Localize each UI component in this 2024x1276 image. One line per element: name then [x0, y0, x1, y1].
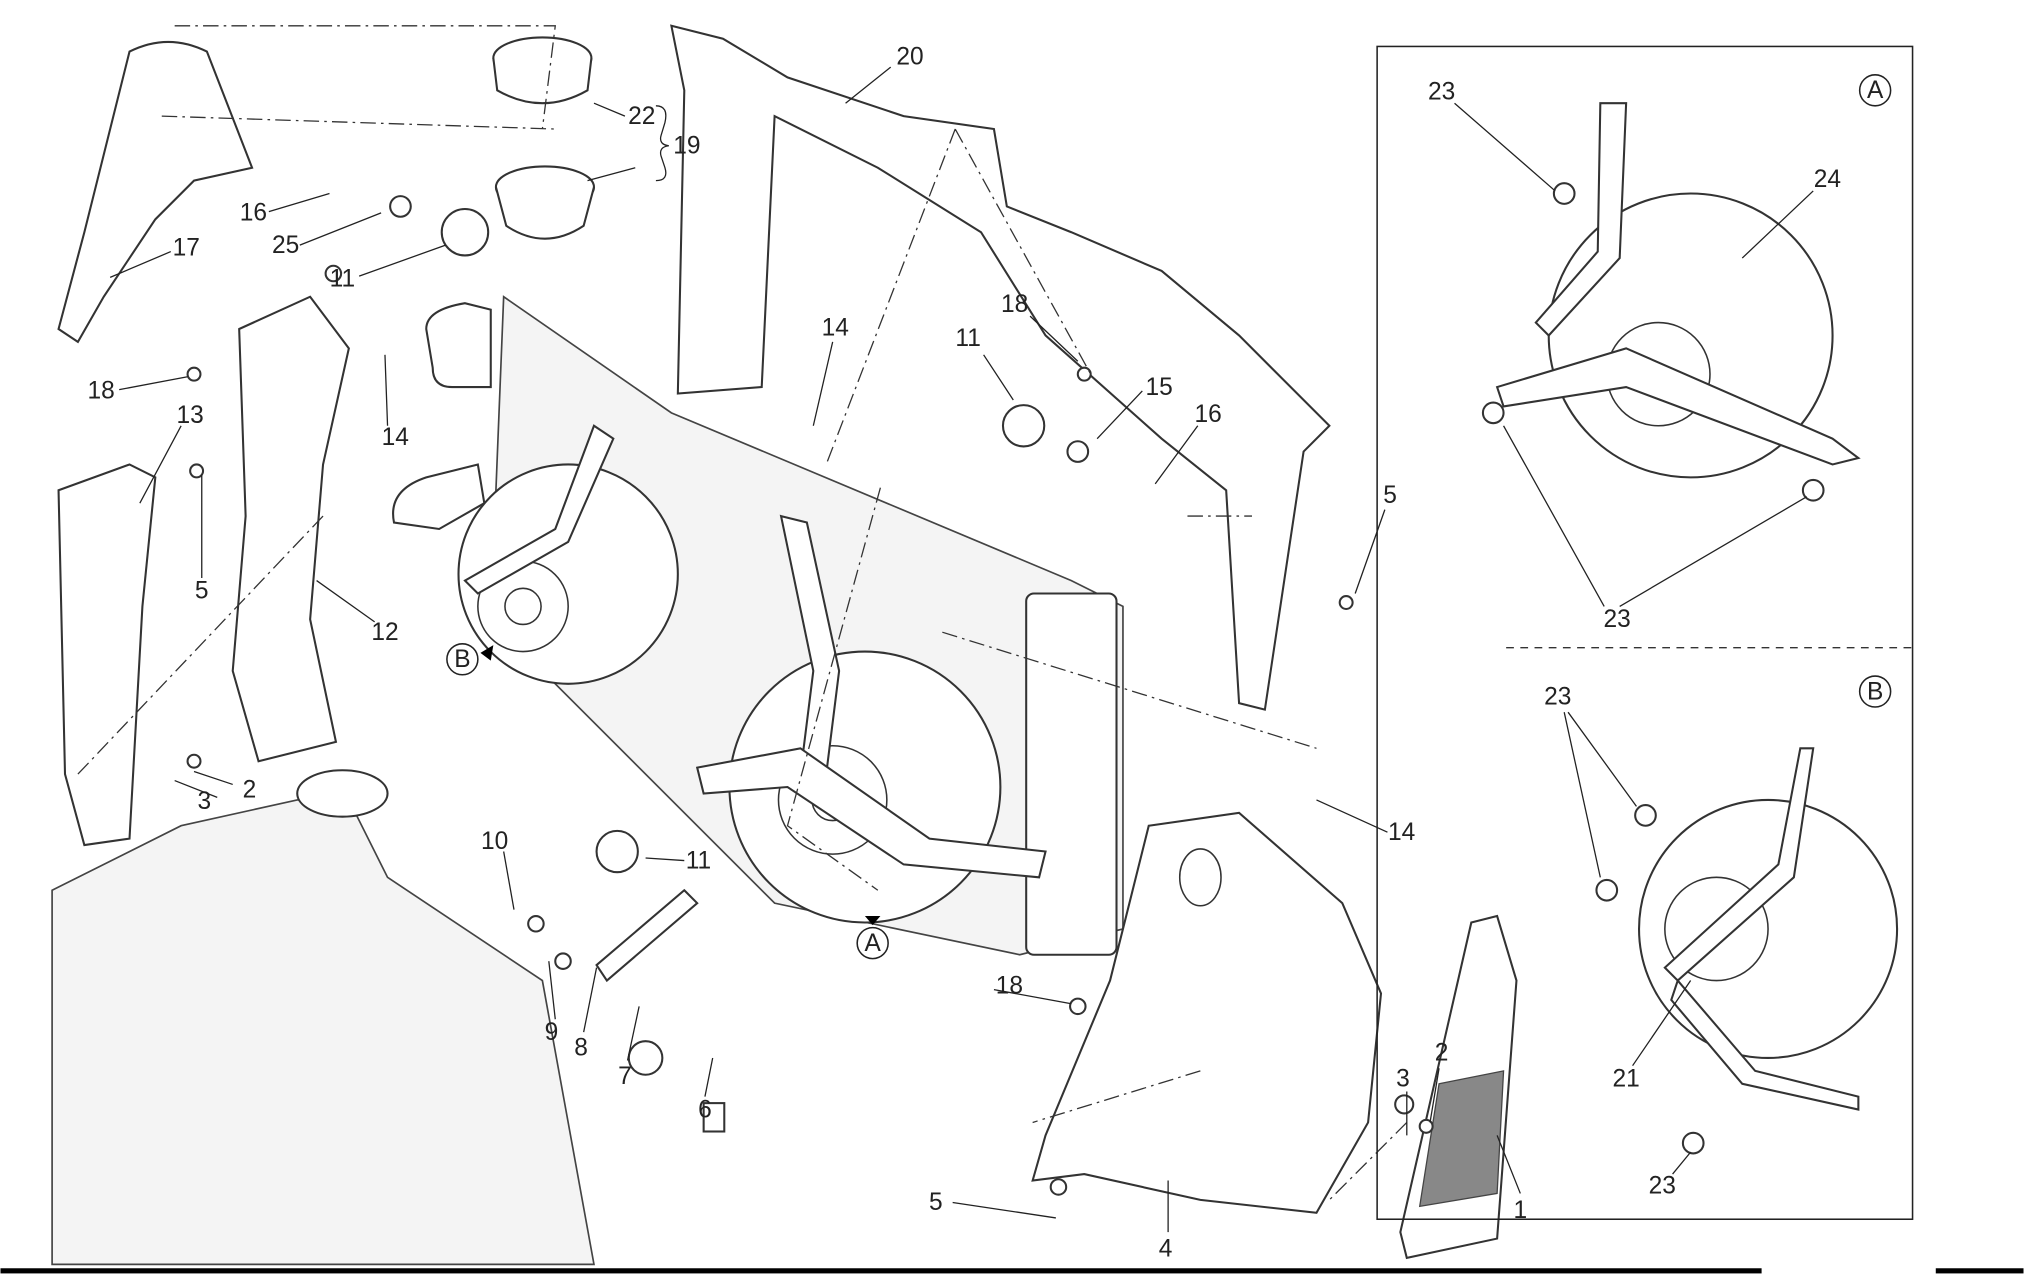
- brace-19: [655, 105, 669, 182]
- detail-marker-b: B: [1867, 678, 1883, 705]
- bottom-bar-left: [0, 1268, 1762, 1274]
- callout-number: 14: [822, 314, 849, 341]
- callout-number: 5: [1383, 482, 1397, 509]
- callout-number: 20: [896, 44, 923, 71]
- upper-cover-part-17: [57, 40, 254, 344]
- assembly-line: [77, 25, 1408, 1201]
- callout-number: 11: [955, 325, 980, 352]
- detail-callout-number: 23: [1544, 683, 1571, 710]
- detail-panel-frame: [1376, 45, 1914, 1221]
- view-marker-b: B: [454, 646, 470, 673]
- detail-callout-number: 23: [1428, 78, 1455, 105]
- callout-number: 9: [545, 1019, 559, 1046]
- callout-number: 5: [929, 1189, 943, 1216]
- leader-lines: [109, 66, 1521, 1233]
- callout-number: 17: [173, 234, 200, 261]
- view-marker-a-circle: [856, 926, 889, 960]
- callout-number: 14: [1388, 819, 1415, 846]
- view-arrow-icon: [864, 916, 881, 926]
- fan-b: [457, 463, 679, 685]
- callout-number: 14: [382, 424, 409, 451]
- callout-number: 18: [1001, 291, 1028, 318]
- view-marker-a: A: [864, 930, 881, 957]
- callout-number: 11: [686, 847, 711, 874]
- callout-number: 1: [1514, 1197, 1528, 1224]
- decal-stripe: [1418, 1070, 1505, 1208]
- callout-number: 22: [628, 103, 655, 130]
- callout-number: 4: [1159, 1236, 1173, 1263]
- detail-marker-b-circle: [1858, 675, 1892, 708]
- view-marker-b-circle: [446, 643, 479, 676]
- callout-number: 10: [481, 828, 508, 855]
- callout-number: 18: [996, 972, 1023, 999]
- callout-number: 16: [1194, 401, 1221, 428]
- callout-number: 7: [618, 1063, 632, 1090]
- callout-number: 11: [330, 265, 355, 292]
- detail-marker-a: A: [1867, 77, 1884, 104]
- callout-number: 5: [195, 578, 209, 605]
- parts-drawing: [0, 24, 2024, 1274]
- callout-number: 25: [272, 232, 299, 259]
- detail-marker-a-circle: [1858, 74, 1892, 107]
- radiator-side-tank: [1025, 592, 1118, 956]
- callout-number: 18: [87, 378, 114, 405]
- side-shroud-part-12: [231, 295, 350, 763]
- callout-number: 3: [1396, 1065, 1410, 1092]
- callout-number: 3: [198, 788, 212, 815]
- callout-number: 6: [698, 1096, 712, 1123]
- detail-callout-number: 23: [1649, 1172, 1676, 1199]
- callout-number: 12: [371, 619, 398, 646]
- lower-fairing-part-4: [1031, 811, 1383, 1214]
- frame: [51, 799, 595, 1266]
- detail-callout-number: 24: [1814, 166, 1841, 193]
- callout-number: 15: [1145, 374, 1172, 401]
- view-arrow-icon: [480, 645, 494, 661]
- bottom-bar-right: [1935, 1268, 2024, 1274]
- callout-number: 2: [243, 776, 257, 803]
- callout-number: 19: [673, 133, 700, 160]
- side-panel-part-13: [57, 463, 157, 847]
- detail-callout-number: 21: [1612, 1065, 1639, 1092]
- callout-number: 8: [574, 1034, 588, 1061]
- radiator-duct-part-20: [670, 24, 1331, 711]
- callout-number: 16: [240, 200, 267, 227]
- detail-callout-number: 23: [1603, 606, 1630, 633]
- callout-number: 13: [177, 402, 204, 429]
- callout-number: 2: [1435, 1040, 1449, 1067]
